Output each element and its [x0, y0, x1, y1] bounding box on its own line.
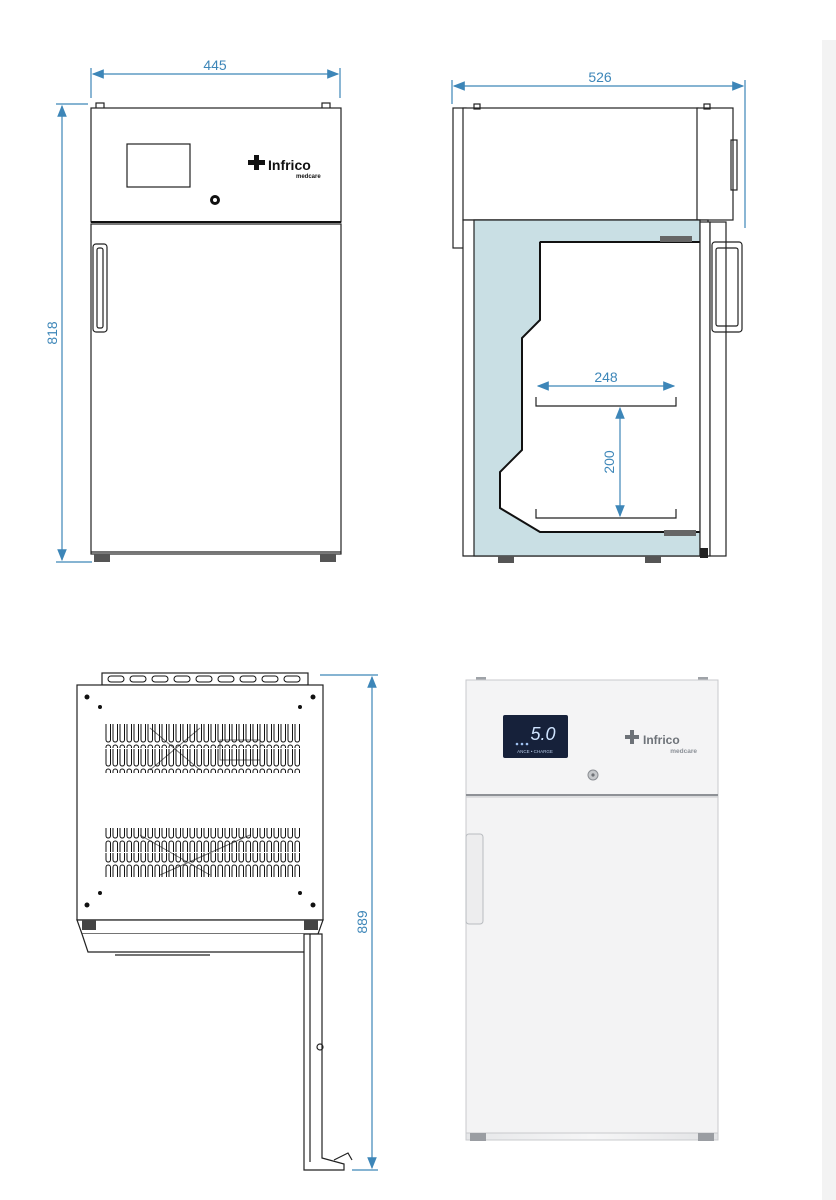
side-door — [709, 221, 727, 557]
display-sub-text: ANCE • CHARGE — [517, 749, 553, 754]
product-photo: 5.0 ANCE • CHARGE Infrico medcare — [465, 677, 719, 1141]
photo-medical-cross-logo-icon — [625, 730, 639, 744]
photo-door — [465, 796, 719, 1134]
display-temperature-value: 5.0 — [530, 724, 555, 744]
front-brand-logo: Infrico medcare — [248, 155, 321, 180]
shelf-upper — [535, 397, 677, 407]
photo-door-handle — [465, 833, 484, 925]
back-height-label: 889 — [354, 910, 370, 934]
front-width-dimension: 445 — [90, 57, 341, 98]
page-side-strip — [822, 40, 836, 1200]
photo-brand-logo: Infrico medcare — [625, 730, 697, 755]
front-view: 445 818 Infrico medcare — [44, 57, 342, 563]
vent-grille-2 — [105, 749, 301, 773]
front-foot-left — [94, 554, 110, 562]
shelf-gap-label: 200 — [601, 450, 617, 474]
photo-brand-name: Infrico — [643, 733, 680, 747]
photo-brand-sub: medcare — [670, 748, 697, 755]
vent-grille-3 — [105, 828, 301, 852]
shelf-gap-dimension: 200 — [601, 406, 625, 518]
back-door-profile — [303, 933, 345, 1171]
front-display-window — [126, 143, 191, 188]
side-door-edge — [699, 221, 711, 557]
front-height-label: 818 — [44, 321, 60, 345]
shelf-lower — [535, 509, 677, 519]
medical-cross-logo-icon — [248, 155, 265, 170]
front-brand-name: Infrico — [268, 157, 311, 173]
side-front-panel — [696, 107, 734, 221]
temperature-display — [503, 715, 568, 758]
side-top-housing — [462, 107, 699, 221]
back-panel — [76, 684, 324, 921]
front-foot-right — [320, 554, 336, 562]
door-handle-icon — [92, 243, 108, 333]
front-door — [90, 223, 342, 555]
back-height-dimension: 889 — [320, 674, 378, 1171]
side-door-handle — [711, 241, 743, 333]
front-width-label: 445 — [203, 57, 227, 73]
side-depth-dimension: 526 — [451, 69, 746, 228]
back-view: 889 — [76, 672, 378, 1171]
vent-grille-1 — [105, 724, 301, 748]
inner-width-dimension: 248 — [536, 369, 676, 391]
inner-width-label: 248 — [594, 369, 618, 385]
vent-grille-4 — [105, 853, 301, 877]
side-depth-label: 526 — [588, 69, 612, 85]
side-view: 526 248 200 — [451, 69, 746, 563]
front-height-dimension: 818 — [44, 103, 92, 563]
front-brand-sub: medcare — [296, 174, 321, 180]
